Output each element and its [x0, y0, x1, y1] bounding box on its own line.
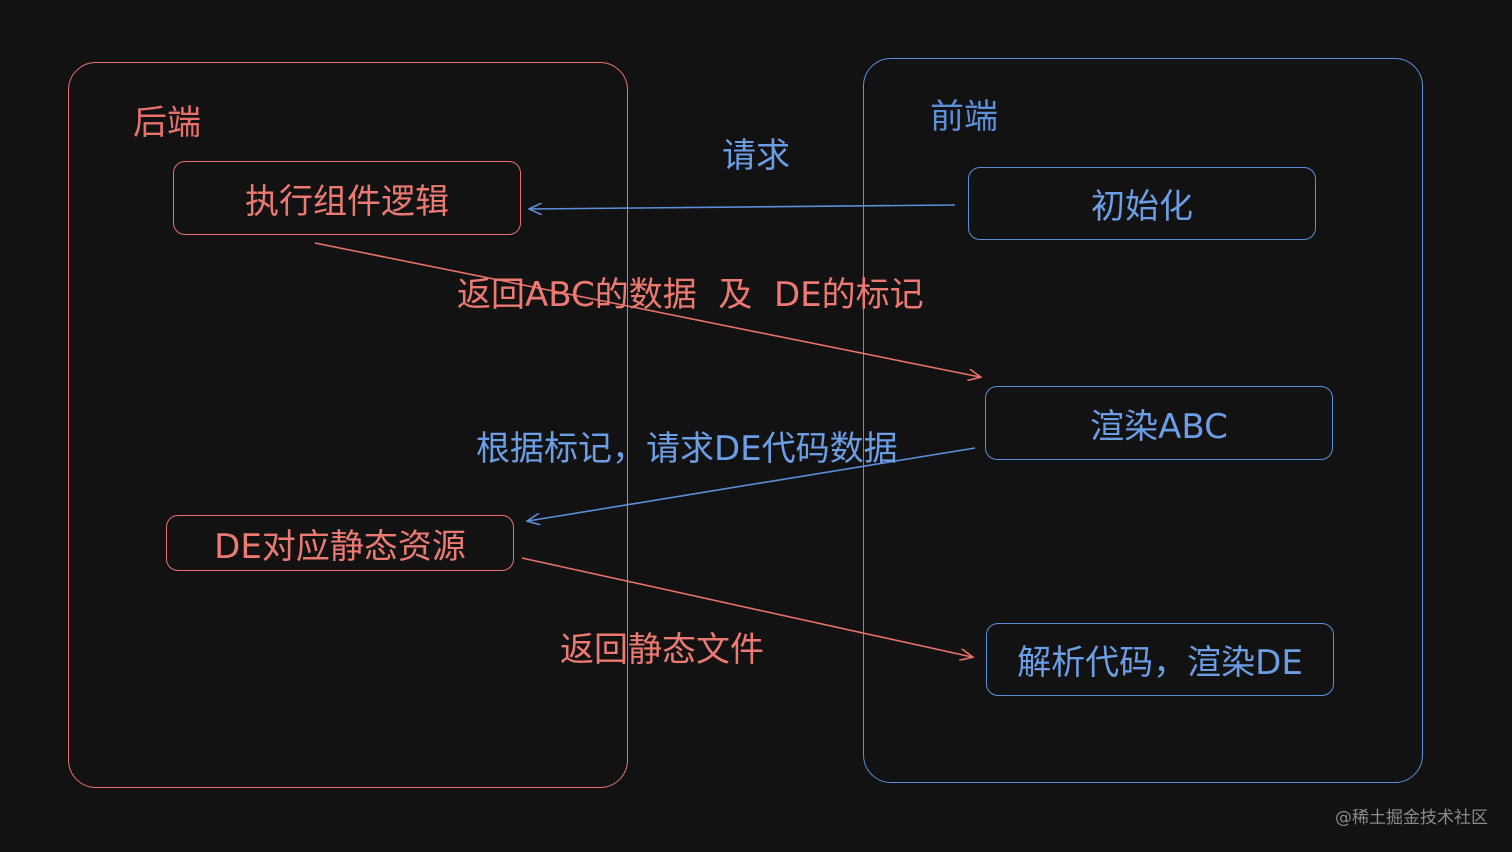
label-return-abc: 返回ABC的数据 及 DE的标记	[457, 275, 924, 315]
node-parse-render-de: 解析代码，渲染DE	[986, 623, 1334, 696]
node-de-static-resources: DE对应静态资源	[166, 515, 514, 571]
backend-panel: 后端	[68, 62, 628, 788]
node-init: 初始化	[968, 167, 1316, 240]
label-return-static: 返回静态文件	[560, 630, 764, 670]
arrow-request-de	[528, 447, 976, 521]
arrow-return-abc	[314, 242, 980, 377]
watermark: @稀土掘金技术社区	[1335, 808, 1488, 828]
arrow-request	[530, 205, 956, 209]
backend-title: 后端	[133, 103, 201, 143]
frontend-title: 前端	[930, 97, 998, 137]
node-execute-logic: 执行组件逻辑	[173, 161, 521, 235]
frontend-panel: 前端	[863, 58, 1423, 783]
arrow-return-static	[521, 557, 972, 657]
label-request-de: 根据标记，请求DE代码数据	[476, 429, 898, 469]
node-render-abc: 渲染ABC	[985, 386, 1333, 460]
label-request: 请求	[722, 136, 790, 176]
